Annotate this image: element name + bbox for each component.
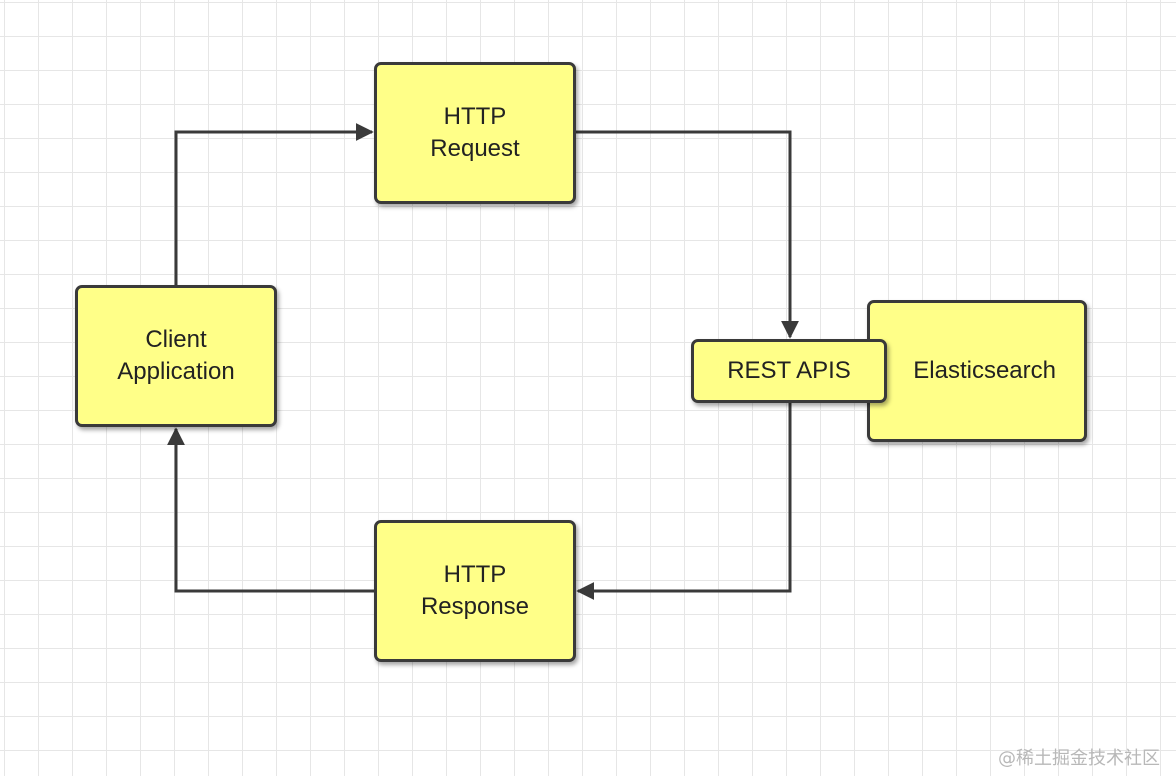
rest-apis-node[interactable]: REST APIS [691,339,887,403]
watermark: @稀土掘金技术社区 [998,748,1160,769]
edge-request-to-rest [576,130,799,339]
client-application-label: Client Application [117,326,235,385]
edge-client-to-request [174,123,374,285]
http-response-label: HTTP Response [420,561,530,620]
client-application-node[interactable]: Client Application [75,285,277,427]
edge-rest-to-response [576,403,792,600]
http-response-node[interactable]: HTTP Response [374,520,576,662]
elasticsearch-node[interactable]: Elasticsearch [867,300,1087,442]
rest-apis-label: REST APIS [727,357,851,384]
elasticsearch-label: Elasticsearch [913,357,1056,384]
http-request-node[interactable]: HTTP Request [374,62,576,204]
http-request-label: HTTP Request [430,103,520,162]
edge-response-to-client [167,427,374,593]
